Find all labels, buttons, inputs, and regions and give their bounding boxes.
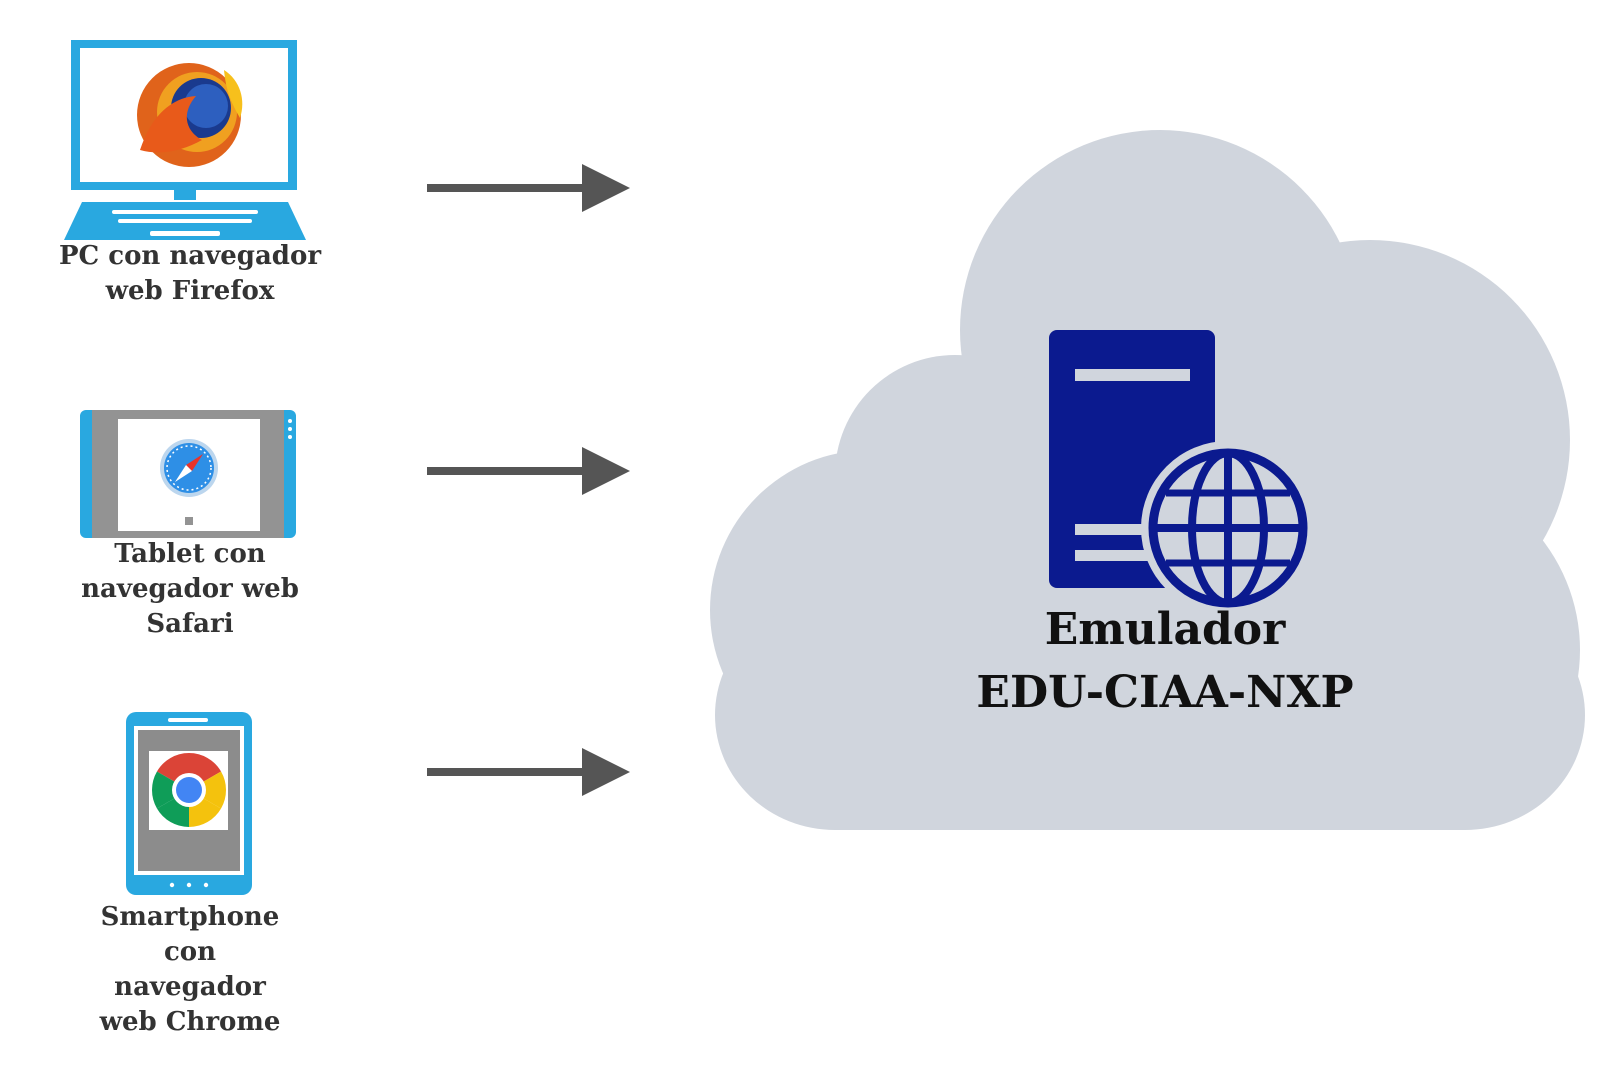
smartphone-label: Smartphone con navegador web Chrome [40, 900, 340, 1040]
safari-icon [160, 439, 218, 497]
smartphone-icon [126, 712, 252, 895]
smartphone-label-line-4: web Chrome [99, 1007, 281, 1037]
pc-icon [64, 40, 306, 240]
server-globe-icon [1049, 330, 1315, 615]
tablet-icon [80, 410, 296, 538]
tablet-label-line-3: Safari [146, 609, 234, 639]
tablet-label-line-2: navegador web [81, 574, 299, 604]
cloud-title-line-1: Emulador [1044, 604, 1286, 655]
smartphone-label-line-2: con [163, 937, 217, 967]
chrome-icon [152, 753, 226, 827]
cloud-title-line-2: EDU-CIAA-NXP [976, 667, 1354, 718]
smartphone-label-line-3: navegador [114, 972, 266, 1002]
smartphone-label-line-1: Smartphone [100, 902, 280, 932]
tablet-label-line-1: Tablet con [114, 539, 266, 569]
firefox-icon [137, 63, 243, 167]
tablet-label: Tablet con navegador web Safari [40, 537, 340, 642]
pc-label-line-2: web Firefox [105, 276, 275, 306]
pc-label: PC con navegador web Firefox [40, 239, 340, 309]
pc-label-line-1: PC con navegador [58, 241, 322, 271]
globe-icon [1141, 441, 1315, 615]
